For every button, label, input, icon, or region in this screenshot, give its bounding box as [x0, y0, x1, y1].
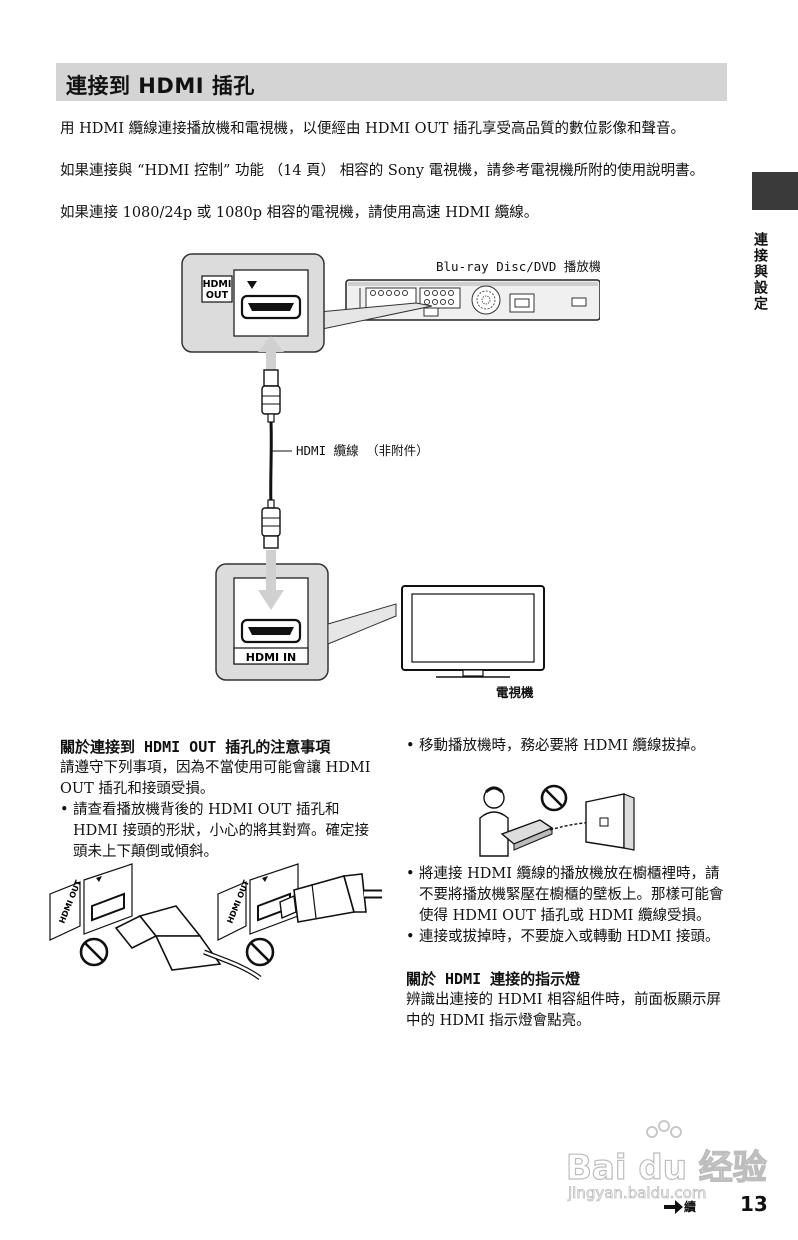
caution-paragraph: 請遵守下列事項，因為不當使用可能會讓 HDMI OUT 插孔和接頭受損。: [60, 760, 371, 797]
indicator-paragraph: 辨識出連接的 HDMI 相容組件時，前面板顯示屏中的 HDMI 指示燈會點亮。: [406, 992, 722, 1029]
page-title: 連接到 HDMI 插孔: [66, 74, 255, 98]
right-bullet-3-text: 連接或拔掉時，不要旋入或轉動 HDMI 接頭。: [419, 929, 720, 945]
watermark-brand: Bai du 经验: [565, 1147, 767, 1188]
hdmi-plug-bottom: [261, 499, 281, 549]
paw-logo: [646, 1120, 682, 1138]
right-bullet-2-text: 將連接 HDMI 纜線的播放機放在櫥櫃裡時，請不要將播放機緊壓在櫥櫃的壁板上。那…: [419, 866, 724, 924]
bullet-marker: •: [406, 866, 415, 882]
caution-bullet-1: • 請查看播放機背後的 HDMI OUT 插孔和 HDMI 接頭的形狀，小心的將…: [60, 800, 382, 863]
right-column-bottom: • 將連接 HDMI 纜線的播放機放在櫥櫃裡時，請不要將播放機緊壓在櫥櫃的壁板上…: [406, 864, 728, 1032]
player-label: Blu-ray Disc/DVD 播放機: [436, 259, 600, 274]
continued-arrow-icon: [664, 1200, 683, 1214]
right-bullet-2: • 將連接 HDMI 纜線的播放機放在櫥櫃裡時，請不要將播放機緊壓在櫥櫃的壁板上…: [406, 864, 728, 927]
continued-label: 續: [684, 1200, 697, 1214]
hdmi-out-label-line2: OUT: [206, 290, 229, 301]
page-number: 13: [740, 1192, 768, 1216]
cable-label: HDMI 纜線 （非附件）: [296, 443, 429, 458]
arrow-down-icon: [258, 550, 284, 610]
side-tab-label: 連接與設定: [752, 232, 768, 312]
hdmi-in-label: HDMI IN: [246, 651, 297, 664]
caution-bullet-1-text: 請查看播放機背後的 HDMI OUT 插孔和 HDMI 接頭的形狀，小心的將其對…: [73, 802, 369, 860]
hdmi-plug-top: [261, 369, 281, 423]
bullet-marker: •: [60, 802, 69, 818]
baidu-watermark: Bai du 经验 jingyan.baidu.com: [565, 1118, 767, 1208]
side-tab-marker: [752, 172, 798, 210]
indicator-heading: 關於 HDMI 連接的指示燈: [406, 970, 581, 988]
right-bullet-1-text: 移動播放機時，務必要將 HDMI 纜線拔掉。: [419, 738, 706, 754]
tv-label: 電視機: [496, 685, 534, 700]
bullet-marker: •: [406, 738, 415, 754]
incorrect-insertion-figure: HDMI OUT HDMI OUT: [49, 863, 382, 980]
bullet-marker: •: [406, 929, 415, 945]
panel-b: HDMI OUT: [217, 863, 382, 967]
moving-player-figure: [479, 784, 635, 857]
intro-paragraph-3: 如果連接 1080/24p 或 1080p 相容的電視機，請使用高速 HDMI …: [60, 205, 539, 221]
title-bar: 連接到 HDMI 插孔: [56, 63, 727, 101]
connection-diagram: Blu-ray Disc/DVD 播放機 HDMI OUT: [181, 253, 600, 700]
tv-illustration: [401, 585, 545, 678]
hdmi-in-zoom: HDMI IN: [215, 563, 329, 681]
watermark-url: jingyan.baidu.com: [568, 1184, 707, 1203]
left-column: 關於連接到 HDMI OUT 插孔的注意事項 請遵守下列事項，因為不當使用可能會…: [60, 736, 382, 863]
right-bullet-1: • 移動播放機時，務必要將 HDMI 纜線拔掉。: [406, 736, 728, 757]
right-column-top: • 移動播放機時，務必要將 HDMI 纜線拔掉。: [406, 736, 728, 757]
hdmi-out-zoom: HDMI OUT: [181, 253, 325, 353]
arrow-up-icon: [258, 336, 284, 370]
intro-paragraph-2: 如果連接與 “HDMI 控制” 功能 （14 頁） 相容的 Sony 電視機，請…: [60, 163, 705, 179]
hdmi-out-label-line1: HDMI: [203, 279, 232, 290]
caution-heading: 關於連接到 HDMI OUT 插孔的注意事項: [60, 738, 331, 756]
right-bullet-3: • 連接或拔掉時，不要旋入或轉動 HDMI 接頭。: [406, 927, 728, 948]
panel-a: HDMI OUT: [49, 863, 262, 980]
intro-paragraph-1: 用 HDMI 纜線連接播放機和電視機，以便經由 HDMI OUT 插孔享受高品質…: [60, 121, 686, 137]
